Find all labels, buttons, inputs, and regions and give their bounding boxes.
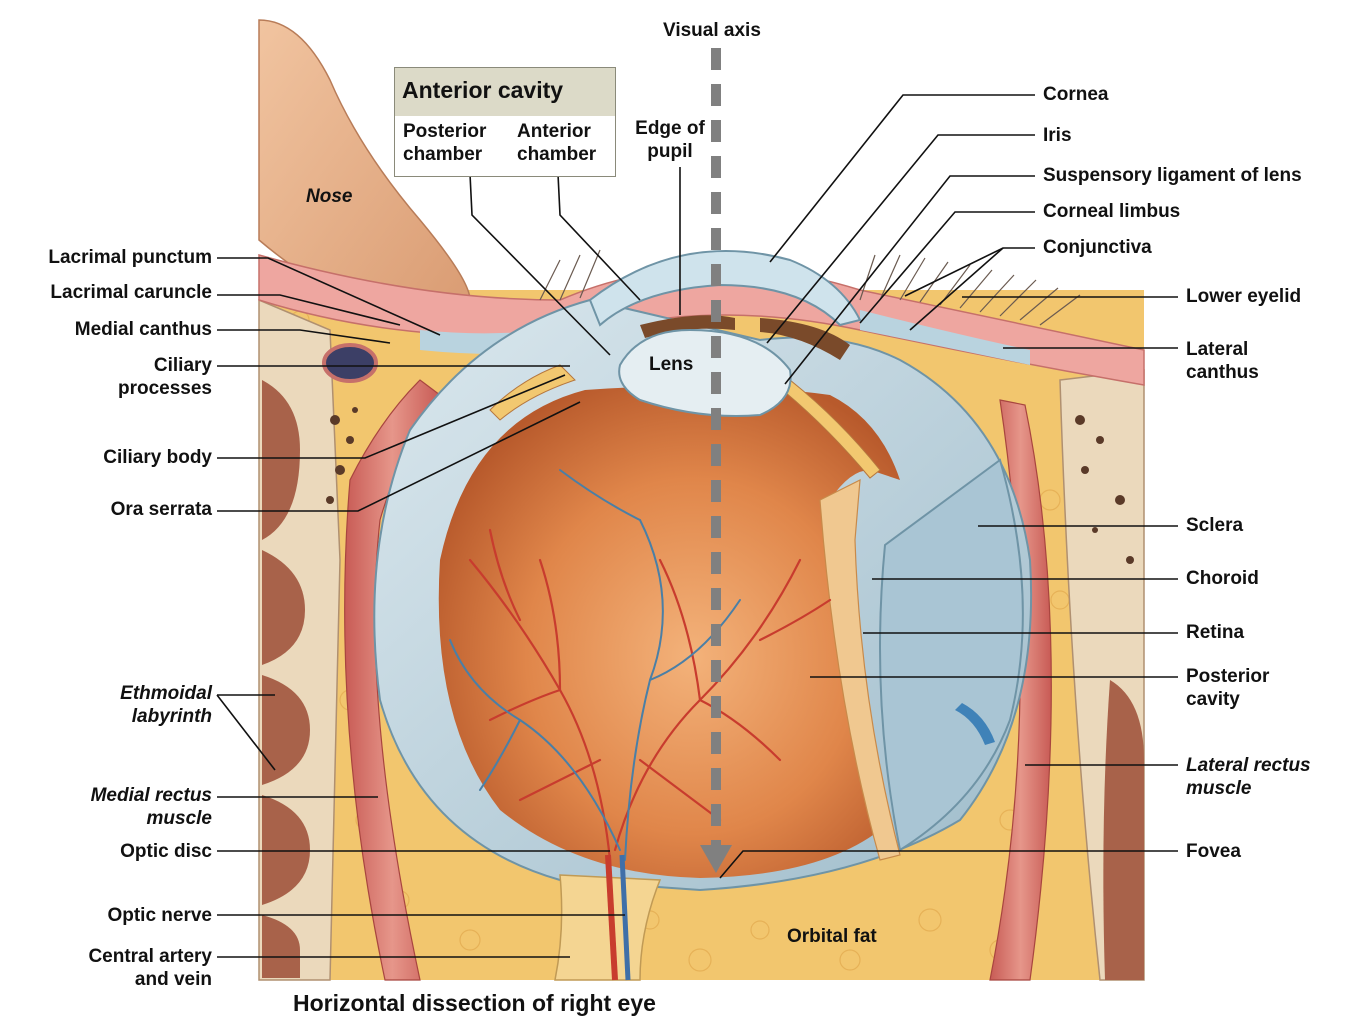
posterior-chamber-line2: chamber — [403, 144, 483, 165]
anterior-chamber-label: Anterior chamber — [517, 120, 596, 166]
posterior-cavity-label: Posterior cavity — [1186, 665, 1269, 711]
medial-rectus-muscle-label: Medial rectus muscle — [91, 784, 212, 830]
edge-of-pupil-line1: Edge of — [635, 118, 705, 139]
central-artery-vein-label: Central artery and vein — [88, 945, 212, 991]
ethmoidal-labyrinth-label: Ethmoidal labyrinth — [120, 682, 212, 728]
posterior-cavity-line2: cavity — [1186, 689, 1240, 710]
lens-label: Lens — [649, 354, 694, 375]
cornea-label: Cornea — [1043, 84, 1109, 105]
nose-label: Nose — [306, 186, 353, 207]
edge-of-pupil-label: Edge of pupil — [630, 117, 710, 163]
orbital-fat-label: Orbital fat — [787, 926, 877, 947]
lateral-canthus-label: Lateral canthus — [1186, 338, 1259, 384]
anterior-chamber-line1: Anterior — [517, 121, 591, 142]
anterior-cavity-heading-bg: Anterior cavity — [395, 68, 615, 116]
ciliary-body-lateral — [784, 379, 881, 479]
edge-of-pupil-line2: pupil — [647, 141, 693, 162]
ethmoid-bone — [258, 298, 358, 981]
medial-rectus-line2: muscle — [146, 808, 212, 829]
optic-nerve-label: Optic nerve — [107, 905, 212, 926]
lateral-rectus-line2: muscle — [1186, 778, 1252, 799]
ciliary-body-shape — [489, 364, 576, 421]
fovea-label: Fovea — [1186, 841, 1241, 862]
ethmoidal-labyrinth-line2: labyrinth — [131, 706, 212, 727]
choroid-label: Choroid — [1186, 568, 1259, 589]
corneal-limbus-label: Corneal limbus — [1043, 201, 1181, 222]
lateral-rectus-muscle-label: Lateral rectus muscle — [1186, 754, 1311, 800]
iris-label: Iris — [1043, 125, 1072, 146]
retinal-vessels — [449, 469, 832, 862]
leader-lines — [216, 94, 1178, 958]
central-artery-line1: Central artery — [88, 946, 212, 967]
visual-axis-label: Visual axis — [663, 20, 761, 41]
eye-interior — [438, 386, 900, 878]
central-artery-line2: and vein — [134, 969, 212, 990]
optic-disc-label: Optic disc — [120, 841, 212, 862]
ciliary-processes-line1: Ciliary — [153, 355, 212, 376]
sclera-cut-panel — [879, 458, 1024, 852]
posterior-cavity-line1: Posterior — [1186, 666, 1270, 687]
suspensory-ligament-label: Suspensory ligament of lens — [1043, 165, 1302, 186]
posterior-chamber-line1: Posterior — [403, 121, 487, 142]
conjunctiva-label: Conjunctiva — [1043, 237, 1152, 258]
cut-vessel — [955, 703, 995, 745]
lateral-rectus-line1: Lateral rectus — [1186, 755, 1311, 776]
central-vein — [619, 854, 631, 981]
ciliary-processes-line2: processes — [117, 378, 212, 399]
ciliary-processes-label: Ciliary processes — [118, 354, 212, 400]
medial-rectus-muscle-shape — [344, 379, 441, 981]
ethmoidal-labyrinth-line1: Ethmoidal — [120, 683, 212, 704]
lens-shape — [618, 328, 792, 417]
sclera-label: Sclera — [1186, 515, 1244, 536]
medial-rectus-line1: Medial rectus — [90, 785, 212, 806]
ciliary-body-label: Ciliary body — [103, 447, 212, 468]
lacrimal-caruncle-shape — [322, 343, 378, 383]
lacrimal-caruncle-label: Lacrimal caruncle — [50, 282, 212, 303]
lateral-orbital-bone — [1059, 369, 1145, 981]
cornea-shape — [588, 250, 862, 327]
lateral-canthus-line2: canthus — [1186, 362, 1259, 383]
ora-serrata-label: Ora serrata — [110, 499, 212, 520]
lacrimal-punctum-label: Lacrimal punctum — [48, 247, 212, 268]
retina-label: Retina — [1186, 622, 1245, 643]
lateral-canthus-line1: Lateral — [1186, 339, 1249, 360]
anterior-cavity-box: Anterior cavity Posterior chamber Anteri… — [394, 67, 616, 177]
retina-choroid-strip — [819, 478, 901, 861]
central-artery — [605, 854, 618, 981]
medial-canthus-label: Medial canthus — [74, 319, 212, 340]
posterior-chamber-label: Posterior chamber — [403, 120, 486, 166]
lower-eyelid-label: Lower eyelid — [1186, 286, 1302, 307]
diagram-caption: Horizontal dissection of right eye — [293, 990, 656, 1016]
anterior-cavity-heading: Anterior cavity — [402, 77, 564, 103]
anterior-chamber-line2: chamber — [517, 144, 597, 165]
iris-shape-lateral — [760, 318, 850, 360]
optic-nerve-shape — [554, 874, 662, 981]
visual-axis-arrow — [700, 48, 732, 873]
